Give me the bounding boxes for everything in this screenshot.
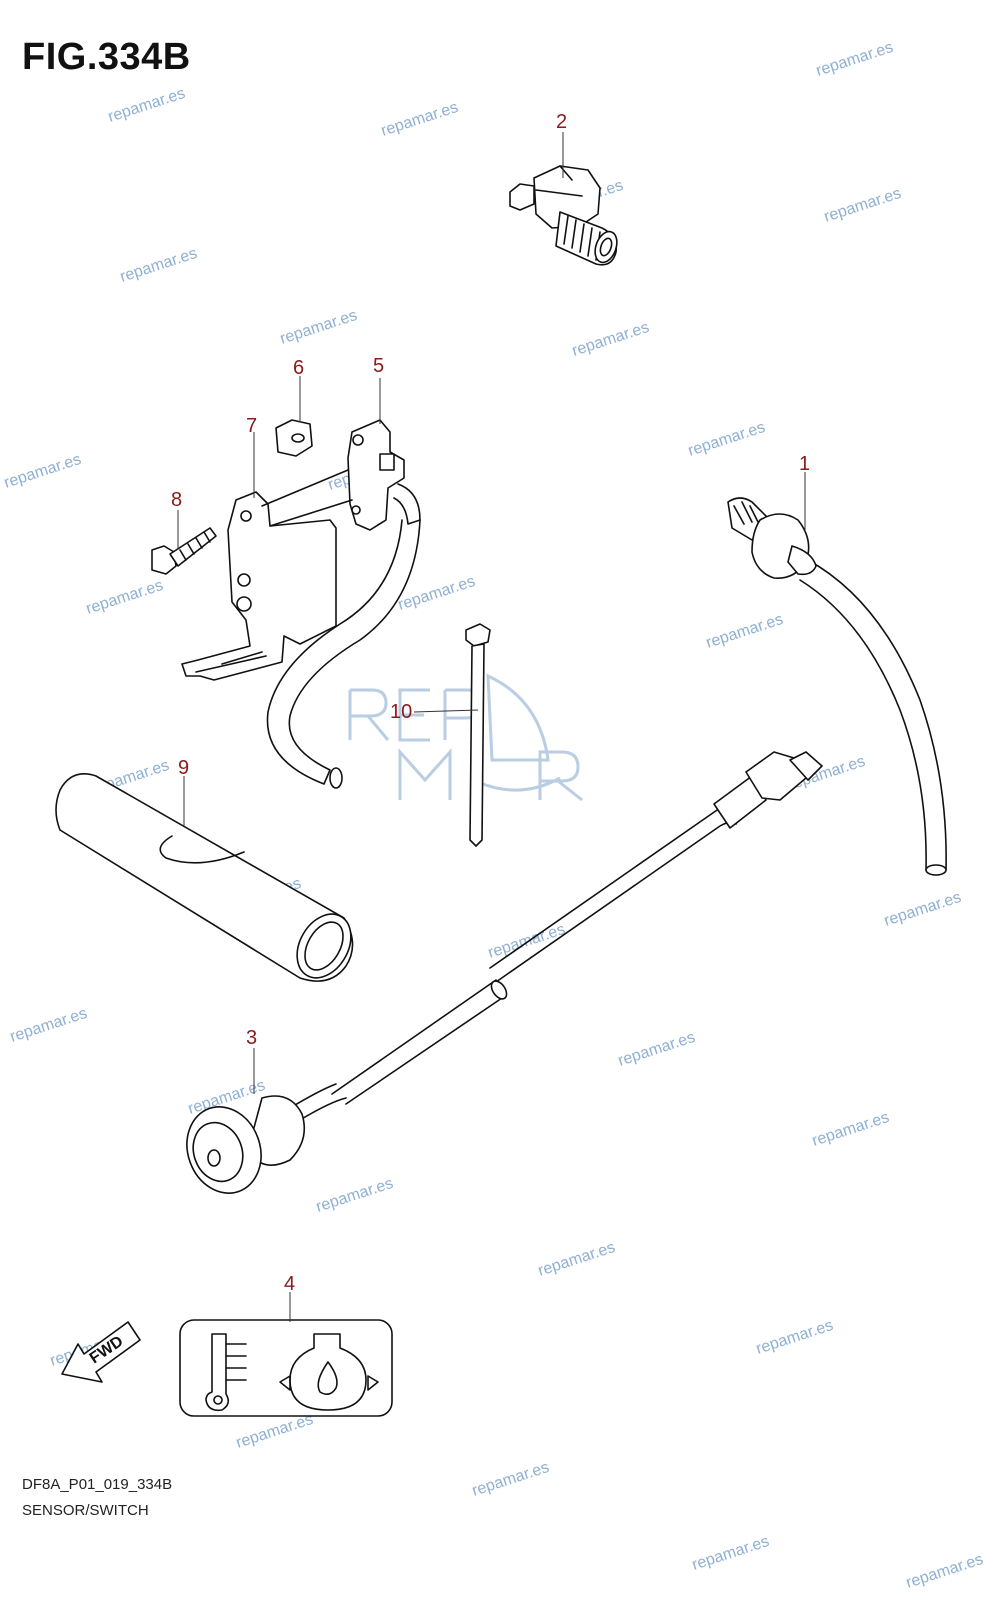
watermark-text: repamar.es [470,1459,551,1500]
part-4-decal [179,1319,393,1417]
oil-pressure-icon [279,1333,379,1411]
watermark-text: repamar.es [278,307,359,348]
watermark-text: repamar.es [704,611,785,652]
watermark-text: repamar.es [118,245,199,286]
watermark-text: repamar.es [690,1533,771,1574]
watermark-logo [348,673,583,802]
watermark-text: repamar.es [8,1005,89,1046]
callout-9: 9 [178,757,189,779]
watermark-text: repamar.es [904,1551,985,1592]
part-10-cable-tie [465,623,491,847]
watermark-text: repamar.es [570,319,651,360]
callout-5: 5 [373,355,384,377]
part-2-sensor [509,165,618,266]
callout-6: 6 [293,357,304,379]
watermark-text: repamar.es [882,889,963,930]
watermark-text: repamar.es [314,1175,395,1216]
callout-7: 7 [246,415,257,437]
watermark-text: repamar.es [814,39,895,80]
callout-8: 8 [171,489,182,511]
callout-2: 2 [556,111,567,133]
callouts: 2 1 5 6 7 8 10 9 3 4 [171,111,810,1295]
figure-code: DF8A_P01_019_334B [22,1476,173,1493]
watermark-text: repamar.es [106,85,187,126]
wire-harness-bracket [266,519,421,789]
watermark-text: repamar.es [234,1411,315,1452]
part-5-switch [347,419,421,531]
part-8-bolt [151,527,217,575]
watermark-text: repamar.es [810,1109,891,1150]
part-9-protector [55,773,354,982]
figure-title: FIG.334B [22,36,191,78]
fwd-arrow-icon: FWD [61,1321,141,1383]
watermark-text: repamar.es [686,419,767,460]
callout-3: 3 [246,1027,257,1049]
part-6-spacer [275,419,313,457]
watermark-text: repamar.es [2,451,83,492]
watermark-text: repamar.es [616,1029,697,1070]
callout-1: 1 [799,453,810,475]
part-1-sender [727,497,947,876]
watermark-text: repamar.es [84,577,165,618]
watermark-text: repamar.es [536,1239,617,1280]
callout-4: 4 [284,1273,295,1295]
leader-lines [177,132,806,1322]
watermark-text: repamar.es [822,185,903,226]
watermark-text: repamar.es [754,1317,835,1358]
part-7-bracket [181,469,353,681]
watermark-text: repamar.es [379,99,460,140]
figure-name: SENSOR/SWITCH [22,1502,149,1519]
thermometer-icon [205,1333,247,1412]
part-3-harness [186,751,823,1194]
callout-10: 10 [390,701,412,723]
